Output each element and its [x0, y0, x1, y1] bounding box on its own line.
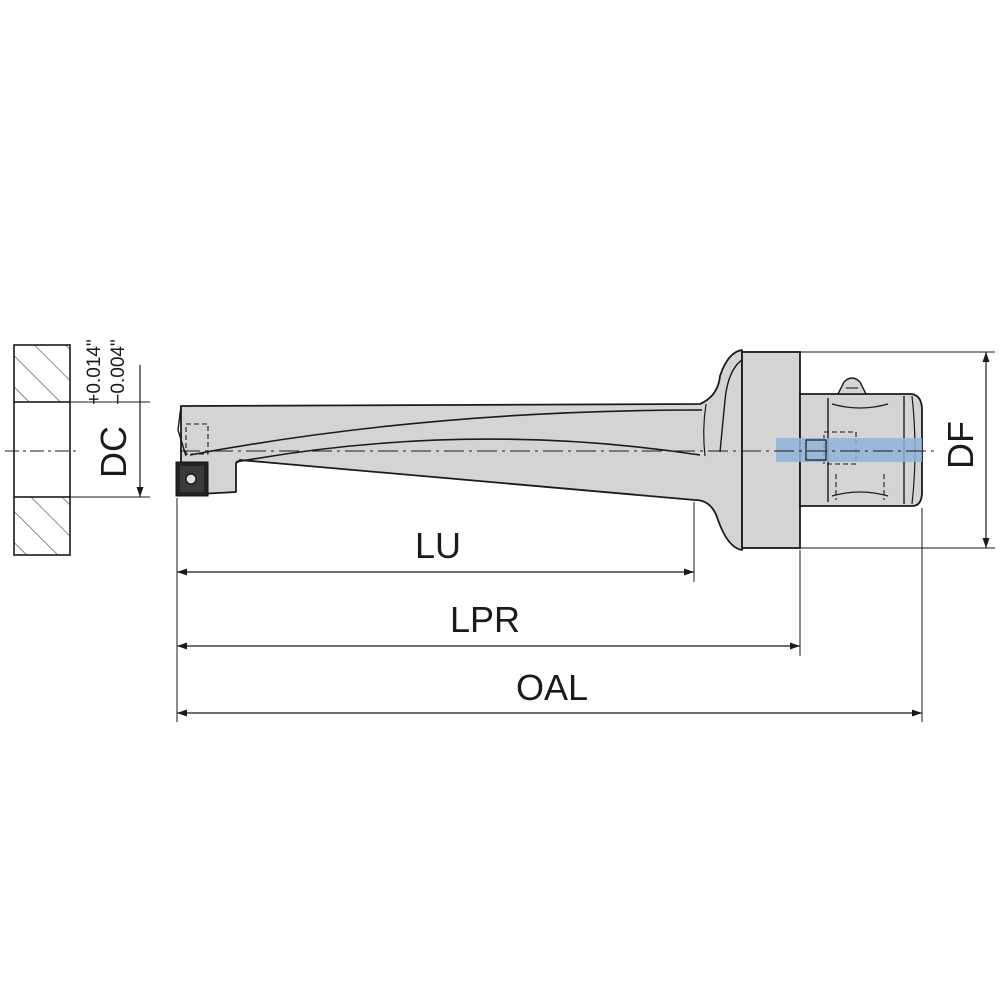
drill-flute-helix-1 [189, 409, 703, 456]
dc-label: DC [93, 426, 134, 478]
length-dimensions: LU LPR OAL [176, 498, 923, 722]
insert-screw-icon [185, 473, 197, 485]
workpiece-section [5, 344, 80, 556]
df-label: DF [940, 421, 981, 469]
lu-label: LU [415, 525, 461, 566]
shank-lower-curve [831, 491, 889, 497]
df-dimension: DF [800, 351, 995, 549]
lpr-label: LPR [450, 599, 520, 640]
clamp-screw-icon [836, 377, 868, 395]
drill-neck-inner [703, 403, 707, 457]
drill-flute-body [180, 349, 743, 551]
tip-hidden-pocket [185, 423, 209, 455]
coolant-plug [805, 439, 827, 461]
dc-tolerance-lower: −0.004" [108, 339, 129, 404]
drill-body [175, 349, 935, 551]
coolant-channel [776, 438, 922, 462]
drill-flute-helix-2 [235, 438, 701, 463]
workpiece-upper-wall [13, 344, 71, 403]
tip-edge [177, 405, 187, 457]
dc-dimension: DC +0.014" −0.004" [70, 339, 150, 498]
shank-hidden-lower [835, 474, 885, 500]
cutting-insert [175, 461, 209, 497]
dc-tolerance-upper: +0.014" [84, 339, 105, 404]
shank-upper-curve [831, 403, 889, 409]
drill-neck-curve [719, 359, 743, 453]
workpiece-lower-wall [13, 496, 71, 556]
oal-label: OAL [516, 667, 588, 708]
